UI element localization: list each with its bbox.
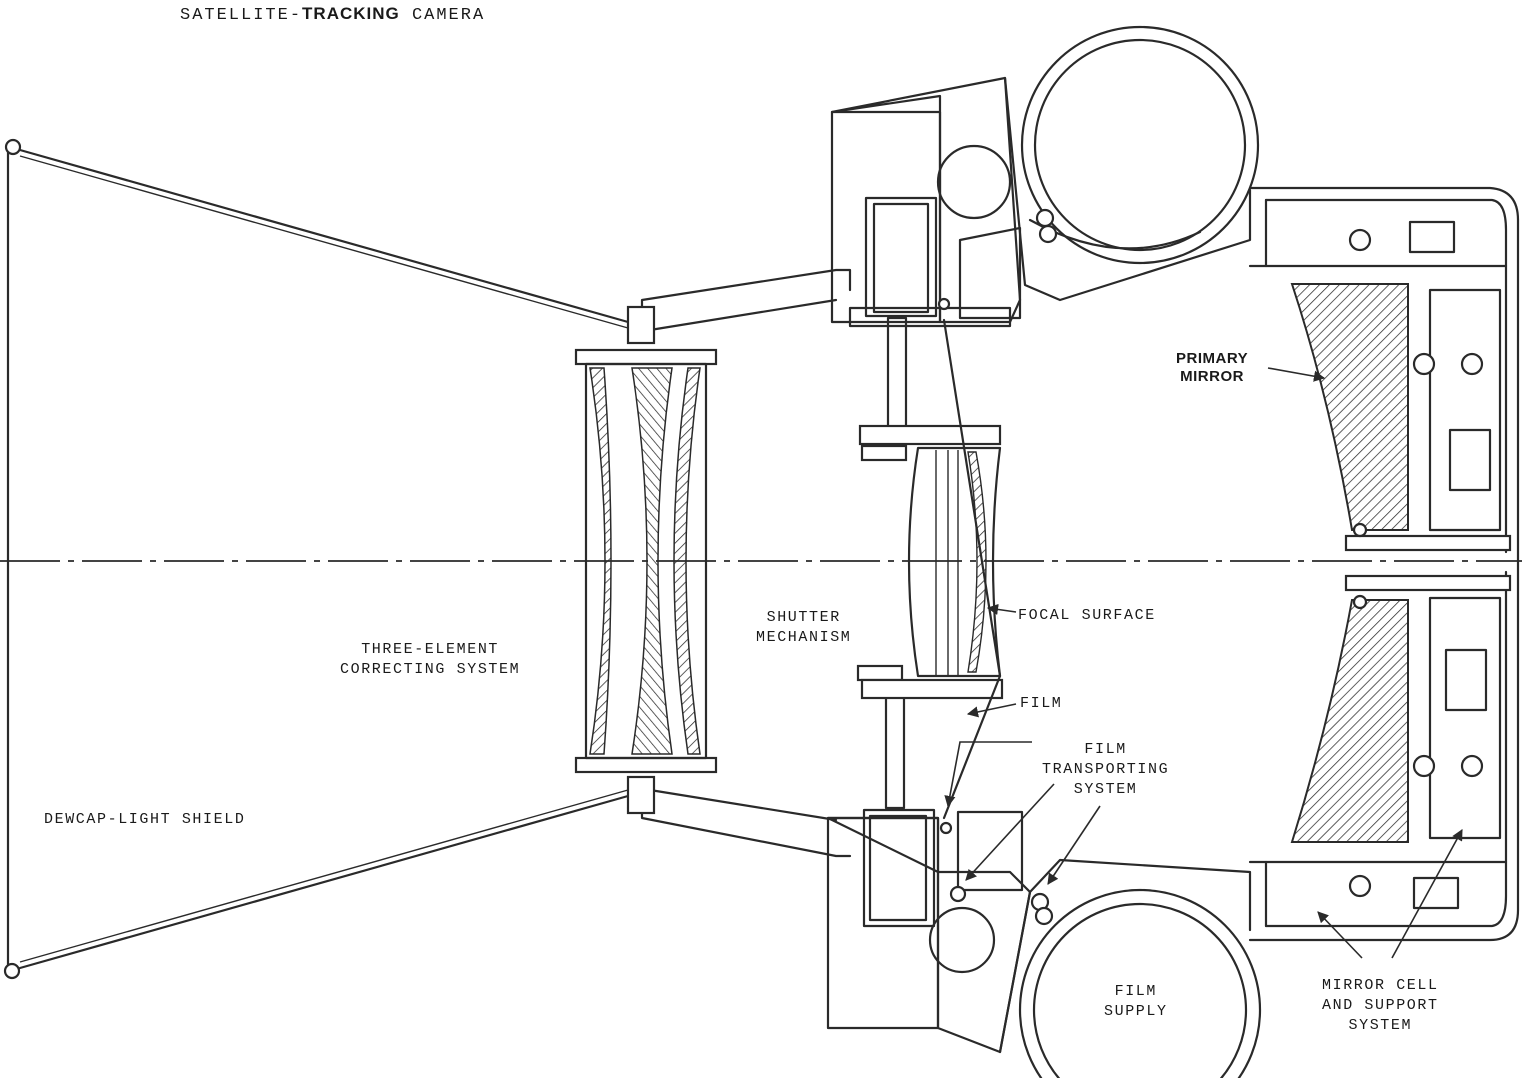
title-part-bold: TRACKING — [302, 4, 400, 23]
leader-arrows — [944, 367, 1463, 959]
dewcap-light-shield — [3, 138, 630, 980]
label-primary-mirror: PRIMARY MIRROR — [1176, 350, 1249, 385]
three-element-correcting-system — [574, 348, 718, 774]
upper-truss — [626, 268, 852, 345]
lower-film-housing — [826, 808, 1262, 1078]
upper-film-housing — [830, 25, 1260, 328]
label-focal-surface: FOCAL SURFACE — [1018, 607, 1156, 624]
label-light-shield: DEWCAP-LIGHT SHIELD — [44, 811, 246, 828]
diagram-title: SATELLITE-TRACKING CAMERA — [180, 4, 485, 26]
lower-truss — [626, 775, 852, 858]
label-mirror-cell: MIRROR CELL AND SUPPORT SYSTEM — [1322, 977, 1439, 1034]
label-film: FILM — [1020, 695, 1063, 712]
title-part-a: SATELLITE- — [180, 6, 303, 25]
title-part-b: CAMERA — [399, 6, 486, 25]
label-three-element: THREE-ELEMENT CORRECTING SYSTEM — [340, 641, 521, 678]
shutter-focal-assembly — [856, 316, 1004, 820]
label-film-transport: FILM TRANSPORTING SYSTEM — [1042, 741, 1170, 798]
label-shutter: SHUTTER MECHANISM — [756, 609, 852, 646]
label-film-supply: FILM SUPPLY — [1104, 983, 1168, 1020]
mirror-cell-housing — [1248, 186, 1520, 942]
